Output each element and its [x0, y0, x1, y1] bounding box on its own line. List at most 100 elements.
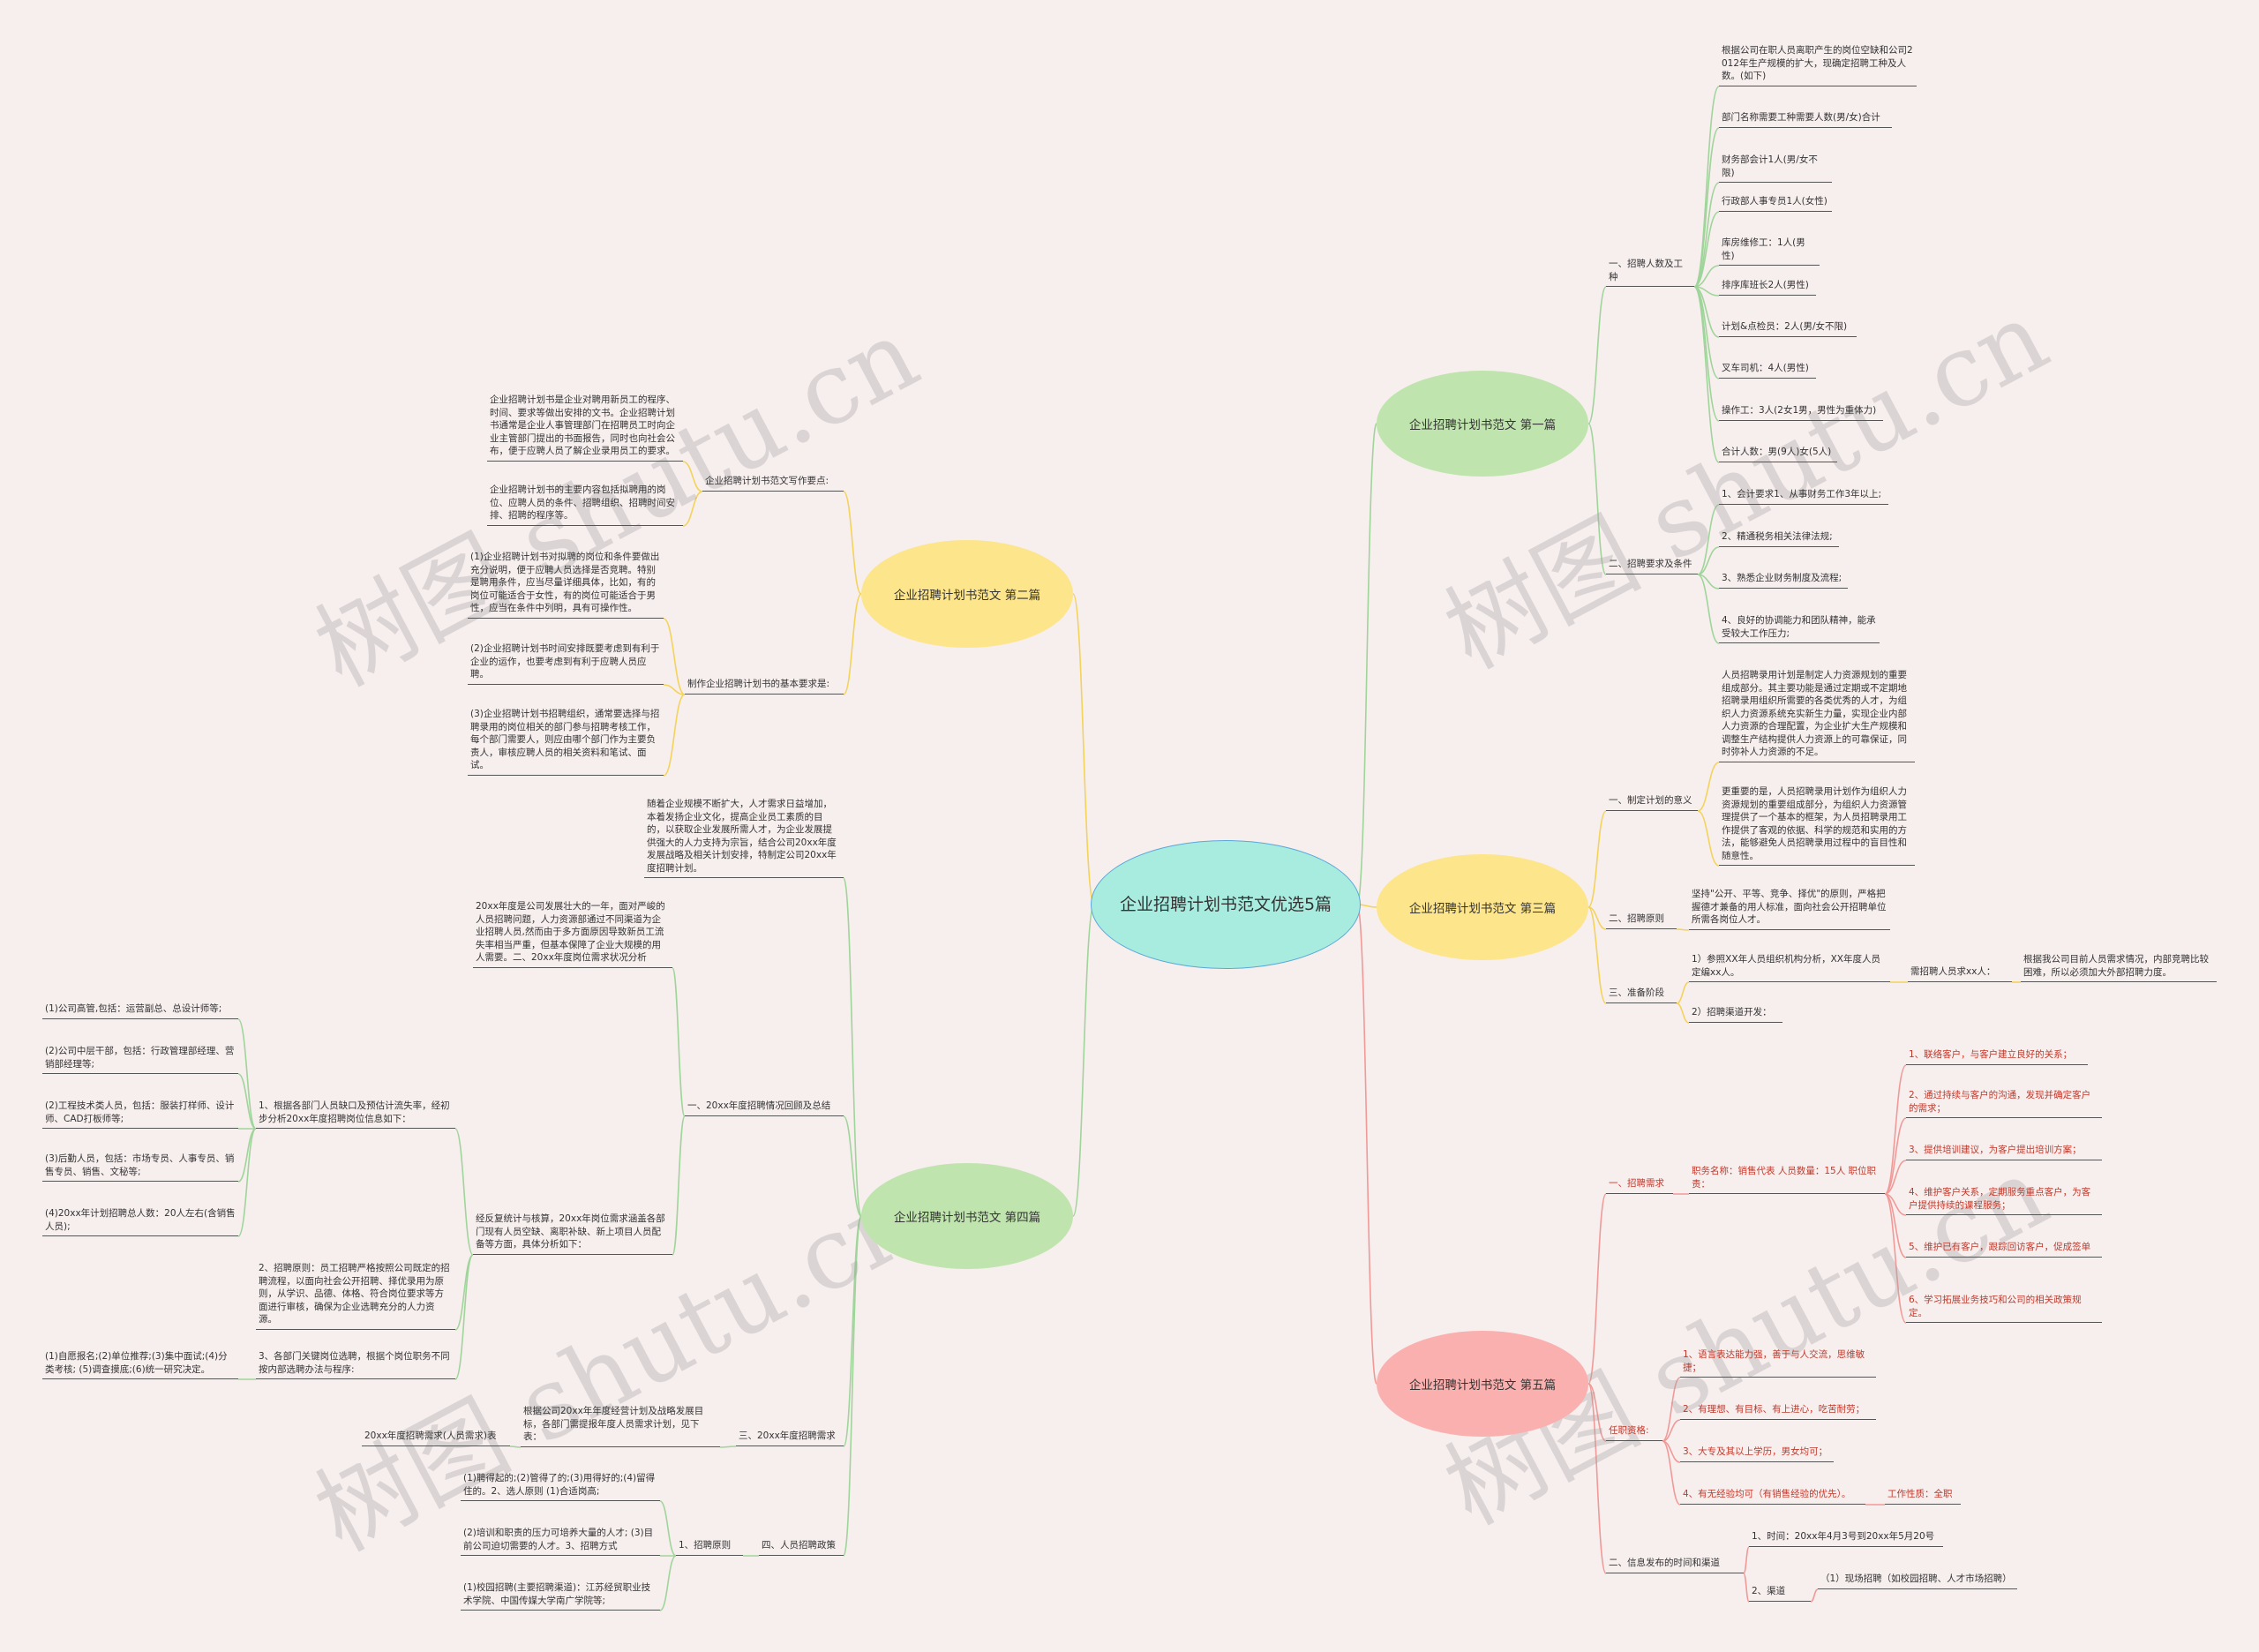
connector [1072, 904, 1095, 1217]
b3-prep[interactable]: 三、准备阶段 [1606, 987, 1677, 1003]
connector [659, 1555, 677, 1611]
b5-channel[interactable]: 2、渠道 [1749, 1585, 1811, 1602]
b3-prep-a-sub[interactable]: 需招聘人员求xx人： [1908, 965, 2012, 982]
connector [1697, 810, 1720, 867]
b2-basic-item[interactable]: (3)企业招聘计划书招聘组织，通常要选择与招聘录用的岗位相关的部门参与招聘考核工… [468, 708, 664, 776]
b4-analysis-item[interactable]: (4)20xx年计划招聘总人数：20人左右(含销售人员); [42, 1207, 238, 1236]
b1-req-item[interactable]: 2、精通税务相关法律法规; [1719, 530, 1839, 547]
b5-qual-item[interactable]: 1、语言表达能力强，善于与人交流，思维敏捷； [1680, 1348, 1876, 1378]
b5-qual[interactable]: 任职资格: [1606, 1424, 1662, 1441]
b4-demand[interactable]: 三、20xx年度招聘需求 [736, 1430, 844, 1446]
b4-verify[interactable]: 经反复统计与核算，20xx年岗位需求涵盖各部门现有人员空缺、离职补缺、新上项目人… [473, 1213, 672, 1255]
b3-prep-a-note[interactable]: 根据我公司目前人员需求情况，内部竞聘比较困难，所以必须加大外部招聘力度。 [2021, 953, 2217, 982]
b1-item[interactable]: 叉车司机：4人(男性) [1719, 362, 1816, 379]
connector [1587, 1383, 1607, 1442]
b4-demand-text[interactable]: 根据公司20xx年年度经营计划及战略发展目标，各部门需提报年度人员需求计划，见下… [521, 1405, 720, 1447]
b3-prep-a[interactable]: 1）参照XX年人员组织机构分析，XX年度人员定编xx人。 [1689, 953, 1890, 982]
connector [659, 1500, 677, 1557]
b2-point-item[interactable]: 企业招聘计划书的主要内容包括拟聘用的岗位、应聘人员的条件、招聘组织、招聘时间安排… [487, 484, 683, 526]
b1-item[interactable]: 排序库班长2人(男性) [1719, 279, 1816, 296]
connector [1693, 127, 1720, 288]
b4-depts-note[interactable]: (1)自愿报名;(2)单位推荐;(3)集中面试;(4)分类考核; (5)调查摸底… [42, 1350, 238, 1379]
branch-b2[interactable]: 企业招聘计划书范文 第二篇 [861, 540, 1073, 648]
b4-policy[interactable]: 四、人员招聘政策 [759, 1539, 844, 1556]
branch-b5[interactable]: 企业招聘计划书范文 第五篇 [1377, 1331, 1588, 1437]
b4-policy-item[interactable]: (2)培训和职责的压力可培养大量的人才; (3)目前公司迫切需要的人才。3、招聘… [461, 1527, 660, 1556]
b1-item[interactable]: 合计人数：男(9人)女(5人) [1719, 446, 1837, 462]
b5-duty[interactable]: 5、维护已有客户，跟踪回访客户，促成签单 [1906, 1241, 2102, 1258]
b1-recruit-count[interactable]: 一、招聘人数及工种 [1606, 258, 1694, 287]
b1-item[interactable]: 操作工：3人(2女1男，男性为重体力) [1719, 404, 1883, 421]
connector [1697, 574, 1720, 644]
connector [1662, 1419, 1681, 1442]
root-topic[interactable]: 企业招聘计划书范文优选5篇 [1091, 840, 1361, 969]
b5-time[interactable]: 1、时间：20xx年4月3号到20xx年5月20号 [1749, 1530, 1943, 1547]
b1-item[interactable]: 行政部人事专员1人(女性) [1719, 195, 1832, 212]
b5-duty[interactable]: 6、学习拓展业务技巧和公司的相关政策规定。 [1906, 1294, 2102, 1323]
b2-point-item[interactable]: 企业招聘计划书是企业对聘用新员工的程序、时间、要求等做出安排的文书。企业招聘计划… [487, 394, 683, 462]
b4-policy-item[interactable]: (1)校园招聘(主要招聘渠道)：江苏经贸职业技术学院、中国传媒大学南广学院等; [461, 1581, 660, 1611]
connector [843, 1115, 862, 1217]
b3-meaning-item[interactable]: 人员招聘录用计划是制定人力资源规划的重要组成部分。其主要功能是通过定期或不定期地… [1719, 669, 1915, 762]
b1-item[interactable]: 部门名称需要工种需要人数(男/女)合计 [1719, 111, 1892, 128]
b1-req-item[interactable]: 4、良好的协调能力和团队精神，能承受较大工作压力; [1719, 614, 1880, 643]
b3-principle-text[interactable]: 坚持"公开、平等、竞争、择优"的原则，严格把握德才兼备的用人标准，面向社会公开招… [1689, 888, 1890, 930]
b4-analysis-item[interactable]: (2)工程技术类人员，包括：服装打样师、设计师、CAD打板师等; [42, 1100, 238, 1129]
connector [1697, 546, 1720, 575]
b2-basic[interactable]: 制作企业招聘计划书的基本要求是: [685, 678, 844, 695]
b1-requirements[interactable]: 二、招聘要求及条件 [1606, 558, 1698, 574]
b1-item[interactable]: 库房维修工：1人(男性) [1719, 237, 1820, 266]
b5-qual-item[interactable]: 2、有理想、有目标、有上进心，吃苦耐劳； [1680, 1403, 1876, 1420]
b5-duty[interactable]: 3、提供培训建议，为客户提出培训方案； [1906, 1144, 2102, 1160]
connector [1587, 906, 1607, 1004]
b5-duty[interactable]: 1、联络客户，与客户建立良好的关系； [1906, 1048, 2088, 1065]
b1-req-item[interactable]: 1、会计要求1、从事财务工作3年以上; [1719, 488, 1888, 505]
b2-basic-item[interactable]: (1)企业招聘计划书对拟聘的岗位和条件要做出充分说明，便于应聘人员选择是否竞聘。… [468, 551, 664, 619]
b3-principle[interactable]: 二、招聘原则 [1606, 912, 1677, 929]
b4-demand-table[interactable]: 20xx年度招聘需求(人员需求)表 [362, 1430, 510, 1446]
branch-b3[interactable]: 企业招聘计划书范文 第三篇 [1377, 854, 1588, 960]
connector [1697, 762, 1720, 812]
b3-plan-meaning[interactable]: 一、制定计划的意义 [1606, 794, 1698, 811]
b5-publish[interactable]: 二、信息发布的时间和渠道 [1606, 1557, 1744, 1573]
b2-points[interactable]: 企业招聘计划书范文写作要点: [702, 475, 844, 492]
connector [843, 1215, 862, 1557]
b1-item[interactable]: 计划&点检员：2人(男/女不限) [1719, 320, 1857, 337]
b1-req-item[interactable]: 3、熟悉企业财务制度及流程; [1719, 572, 1848, 589]
b5-duty[interactable]: 2、通过持续与客户的沟通，发现并确定客户的需求； [1906, 1089, 2102, 1118]
connector [1356, 423, 1377, 905]
connector [237, 1073, 257, 1130]
b1-item[interactable]: 财务部会计1人(男/女不限) [1719, 154, 1832, 183]
b4-analysis-item[interactable]: (2)公司中层干部，包括：行政管理部经理、营销部经理等; [42, 1045, 238, 1074]
b4-intro[interactable]: 随着企业规模不断扩大，人才需求日益增加，本着发扬企业文化，提高企业员工素质的目的… [644, 798, 844, 878]
b5-qual-item[interactable]: 4、有无经验均可（有销售经验的优先）。 [1680, 1488, 1865, 1505]
connector [672, 1115, 686, 1256]
b3-prep-b[interactable]: 2）招聘渠道开发： [1689, 1006, 1782, 1023]
connector [1072, 593, 1095, 905]
b5-duty[interactable]: 4、维护客户关系，定期服务重点客户，为客户提供持续的课程服务； [1906, 1186, 2102, 1215]
branch-b1[interactable]: 企业招聘计划书范文 第一篇 [1377, 371, 1588, 477]
b2-basic-item[interactable]: (2)企业招聘计划书时间安排既要考虑到有利于企业的运作，也要考虑到有利于应聘人员… [468, 642, 664, 685]
b4-summary[interactable]: 一、20xx年度招聘情况回顾及总结 [685, 1100, 844, 1116]
b5-demand[interactable]: 一、招聘需求 [1606, 1177, 1673, 1194]
b5-channel-item[interactable]: （1）现场招聘（如校园招聘、人才市场招聘） [1818, 1573, 2017, 1589]
connector [1693, 182, 1720, 288]
branch-b4[interactable]: 企业招聘计划书范文 第四篇 [861, 1163, 1073, 1269]
b4-policy-principle[interactable]: 1、招聘原则 [676, 1539, 743, 1556]
connector [843, 491, 862, 595]
b3-meaning-item[interactable]: 更重要的是，人员招聘录用计划作为组织人力资源规划的重要组成部分，为组织人力资源管… [1719, 785, 1915, 866]
connector [237, 1018, 257, 1130]
connector [843, 877, 862, 1217]
b5-position[interactable]: 职务名称：销售代表 人员数量：15人 职位职责： [1689, 1165, 1885, 1194]
b4-analysis-item[interactable]: (1)公司高管,包括：运营副总、总设计师等; [42, 1002, 238, 1019]
b1-item[interactable]: 根据公司在职人员离职产生的岗位空缺和公司2012年生产规模的扩大，现确定招聘工种… [1719, 44, 1917, 86]
b4-rule[interactable]: 2、招聘原则：员工招聘严格按照公司既定的招聘流程，以面向社会公开招聘、择优录用为… [256, 1262, 455, 1330]
b4-analysis[interactable]: 1、根据各部门人员缺口及预估计流失率，经初步分析20xx年度招聘岗位信息如下： [256, 1100, 455, 1129]
b4-depts[interactable]: 3、各部门关键岗位选聘，根据个岗位职务不同按内部选聘办法与程序: [256, 1350, 455, 1379]
b5-qual-item[interactable]: 3、大专及其以上学历，男女均可； [1680, 1446, 1834, 1462]
b4-summary-text[interactable]: 20xx年度是公司发展壮大的一年，面对严峻的人员招聘问题，人力资源部通过不同渠道… [473, 900, 672, 968]
b4-analysis-item[interactable]: (3)后勤人员，包括：市场专员、人事专员、销售专员、销售、文秘等; [42, 1153, 238, 1182]
b5-work-type[interactable]: 工作性质：全职 [1885, 1488, 1961, 1505]
b4-policy-item[interactable]: (1)聘得起的;(2)管得了的;(3)用得好的;(4)留得住的。2、选人原则 (… [461, 1472, 660, 1501]
